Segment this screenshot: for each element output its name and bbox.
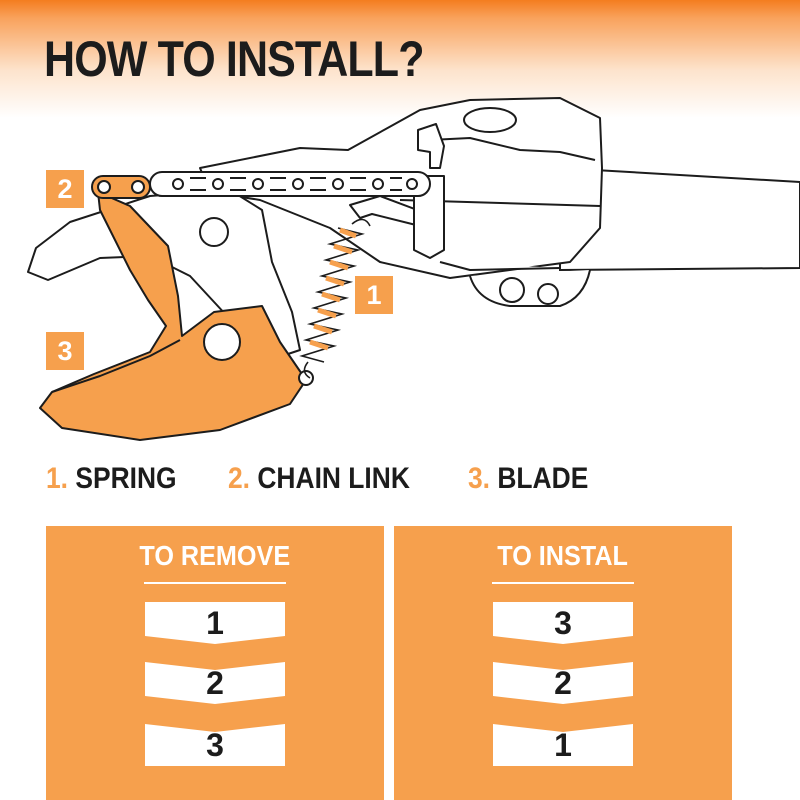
remove-step-1: 1 [145, 602, 285, 644]
chain-link-pins [172, 178, 418, 190]
legend-label: BLADE [497, 462, 589, 495]
install-step-2: 2 [493, 662, 633, 704]
orange-blade [39, 191, 314, 441]
callout-3: 3 [46, 332, 84, 370]
legend-number: 1. [46, 462, 69, 495]
legend-item-chain-link: 2. CHAIN LINK [228, 462, 410, 496]
legend-label: CHAIN LINK [257, 462, 410, 495]
page-title: HOW TO INSTALL? [44, 31, 424, 87]
header-gradient-band [0, 0, 800, 120]
callout-2: 2 [46, 170, 84, 208]
chain [149, 171, 431, 197]
remove-step-2: 2 [145, 662, 285, 704]
install-step-1: 3 [493, 602, 633, 644]
install-step-3: 1 [493, 724, 633, 766]
install-title-underline [492, 582, 634, 584]
install-panel-title: TO INSTAL [497, 540, 629, 571]
spring [299, 218, 371, 379]
legend-label: SPRING [75, 462, 177, 495]
callout-1: 1 [355, 276, 393, 314]
remove-title-underline [144, 582, 286, 584]
legend-item-blade: 3. BLADE [468, 462, 588, 496]
legend-item-spring: 1. SPRING [46, 462, 177, 496]
remove-panel-title: TO REMOVE [139, 540, 291, 571]
legend-number: 3. [468, 462, 491, 495]
pruner-head-illustration [27, 97, 800, 441]
remove-step-3: 3 [145, 724, 285, 766]
legend-number: 2. [228, 462, 251, 495]
chain-link-highlight [91, 175, 151, 199]
